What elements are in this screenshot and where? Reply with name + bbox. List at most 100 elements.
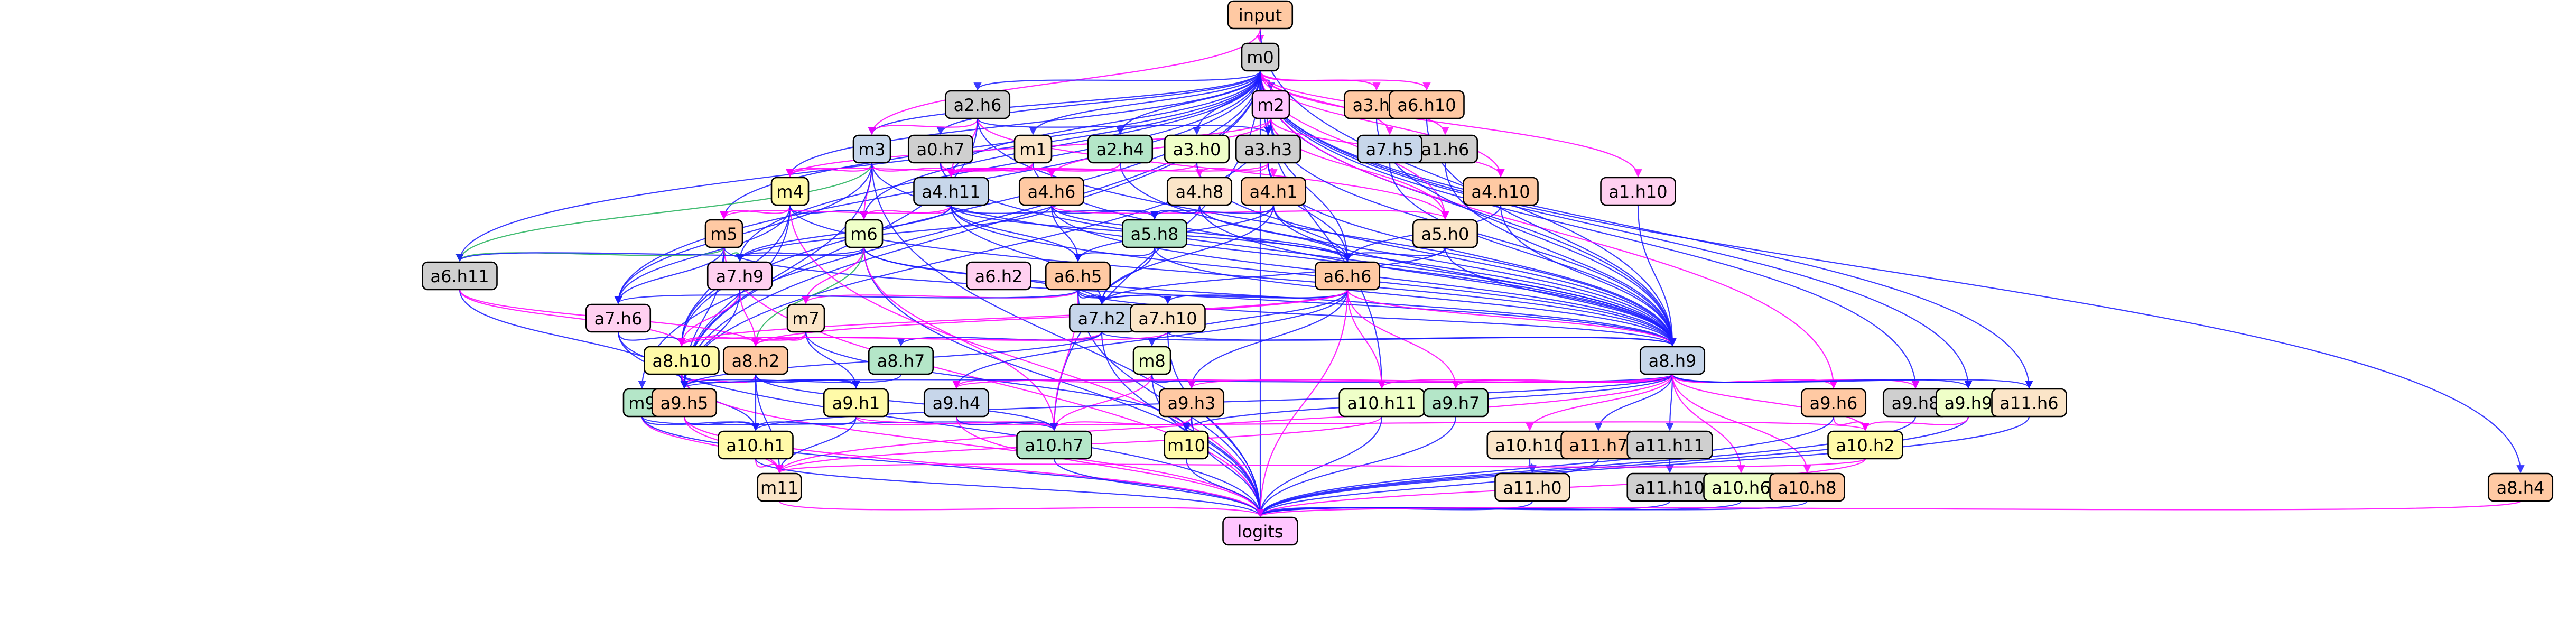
- node-a10h10: a10.h10: [1486, 430, 1573, 460]
- node-box: [1164, 430, 1209, 460]
- node-a9h6: a9.h6: [1800, 388, 1867, 418]
- edge-m4-to-logits: [789, 205, 1264, 517]
- node-box: [1235, 134, 1301, 164]
- node-label: a7.h6: [594, 309, 643, 329]
- node-a7h5: a7.h5: [1356, 134, 1423, 164]
- edge-m6-to-a7h9: [736, 247, 865, 262]
- edge-a5h8-to-a8h9: [1154, 247, 1677, 347]
- edge-a7h10-to-a8h10: [677, 331, 1169, 347]
- node-label: a4.h1: [1250, 182, 1298, 202]
- node-box: [1227, 0, 1294, 30]
- edge-a9h1-to-m11: [775, 416, 857, 474]
- edge-a6h5-to-m7: [802, 289, 1079, 304]
- edge-m9-to-a10h1: [641, 416, 760, 431]
- node-label: m5: [710, 224, 738, 244]
- node-a9h9: a9.h9: [1935, 388, 2002, 418]
- edge-m5-to-a8h9: [723, 247, 1677, 347]
- node-box: [1087, 134, 1154, 164]
- node-label: a9.h4: [933, 393, 981, 413]
- node-box: [757, 472, 802, 502]
- edge-a9h1-to-a10h1: [751, 416, 857, 431]
- edge-a6h11-to-a8h10: [459, 289, 686, 347]
- node-a10h8: a10.h8: [1769, 472, 1845, 502]
- node-box: [704, 219, 743, 248]
- node-label: a5.h8: [1131, 224, 1179, 244]
- node-label: a10.h1: [726, 435, 785, 456]
- node-label: m6: [850, 224, 878, 244]
- node-a10h11: a10.h11: [1338, 388, 1425, 418]
- node-label: a10.h8: [1778, 478, 1836, 498]
- node-a7h6: a7.h6: [585, 303, 652, 333]
- edge-m11-to-logits: [778, 500, 1264, 517]
- edge-a8h9-to-a9h7: [1452, 374, 1673, 389]
- node-a3h0: a3.h0: [1164, 134, 1230, 164]
- node-box: [706, 261, 773, 291]
- edge-a10h8-to-logits: [1256, 500, 1808, 517]
- node-label: input: [1239, 5, 1282, 25]
- node-label: a8.h2: [732, 351, 780, 371]
- node-box: [1222, 516, 1298, 546]
- node-label: m0: [1247, 48, 1274, 68]
- edge-a4h6-to-a5h0: [1050, 205, 1449, 220]
- edge-a4h11-to-a8h9: [950, 205, 1677, 347]
- node-label: a8.h7: [877, 351, 925, 371]
- node-box: [1166, 177, 1233, 206]
- node-box: [644, 346, 720, 375]
- node-box: [823, 388, 889, 418]
- edge-m0-to-m3: [868, 70, 1261, 135]
- edge-a10h7-to-logits: [1053, 458, 1264, 517]
- edge-a4h10-to-a8h9: [1500, 205, 1677, 347]
- node-label: a10.h10: [1495, 435, 1565, 456]
- node-label: m10: [1167, 435, 1205, 456]
- node-box: [1013, 134, 1053, 164]
- node-a6h11: a6.h11: [422, 261, 498, 291]
- edge-m0-to-a9h8: [1259, 70, 1920, 389]
- edge-a4h11-to-a5h8: [950, 205, 1159, 220]
- node-a10h7: a10.h7: [1016, 430, 1092, 460]
- node-a3h3: a3.h3: [1235, 134, 1301, 164]
- node-label: a7.h2: [1078, 309, 1126, 329]
- edge-input-to-m3: [868, 28, 1261, 135]
- edge-a9h3-to-a10h7: [1050, 416, 1193, 431]
- node-input: input: [1227, 0, 1294, 30]
- node-a11h10: a11.h10: [1626, 472, 1713, 502]
- node-box: [1412, 219, 1478, 248]
- node-a7h2: a7.h2: [1068, 303, 1135, 333]
- node-a11h7: a11.h7: [1560, 430, 1636, 460]
- node-box: [913, 177, 989, 206]
- edge-m0-to-a8h4: [1259, 70, 2525, 474]
- node-label: a7.h10: [1138, 309, 1197, 329]
- node-label: m3: [858, 140, 886, 160]
- node-a8h10: a8.h10: [644, 346, 720, 375]
- node-label: a6.h2: [975, 266, 1023, 286]
- edge-a4h1-to-a8h9: [1272, 205, 1677, 347]
- edge-a8h9-to-a10h6: [1671, 374, 1745, 474]
- edge-a6h6-to-a9h3: [1187, 289, 1349, 389]
- node-box: [1045, 261, 1111, 291]
- node-a5h8: a5.h8: [1121, 219, 1188, 248]
- edge-a3h3-to-a4h11: [947, 162, 1269, 178]
- node-box: [1769, 472, 1845, 502]
- node-box: [1314, 261, 1381, 291]
- node-label: a2.h6: [954, 95, 1002, 115]
- node-a10h6: a10.h6: [1703, 472, 1779, 502]
- node-box: [1389, 90, 1465, 119]
- node-a8h2: a8.h2: [722, 346, 789, 375]
- node-a0h7: a0.h7: [907, 134, 974, 164]
- node-box: [651, 388, 718, 418]
- edge-a7h2-to-a8h7: [897, 331, 1103, 347]
- node-a4h8: a4.h8: [1166, 177, 1233, 206]
- node-a6h2: a6.h2: [965, 261, 1032, 291]
- node-label: a6.h11: [430, 266, 489, 286]
- node-box: [1121, 219, 1188, 248]
- node-m4: m4: [770, 177, 810, 206]
- edge-a9h9-to-a10h2: [1861, 416, 1969, 431]
- edge-a7h10-to-a8h9: [1167, 331, 1677, 347]
- edge-a1h10-to-a8h9: [1637, 205, 1677, 347]
- edge-a8h9-to-a9h5: [680, 374, 1673, 389]
- node-label: a9.h9: [1945, 393, 1993, 413]
- edge-a7h9-to-a8h10: [677, 289, 741, 347]
- edge-m0-to-a7h9: [736, 70, 1261, 262]
- node-m3: m3: [852, 134, 891, 164]
